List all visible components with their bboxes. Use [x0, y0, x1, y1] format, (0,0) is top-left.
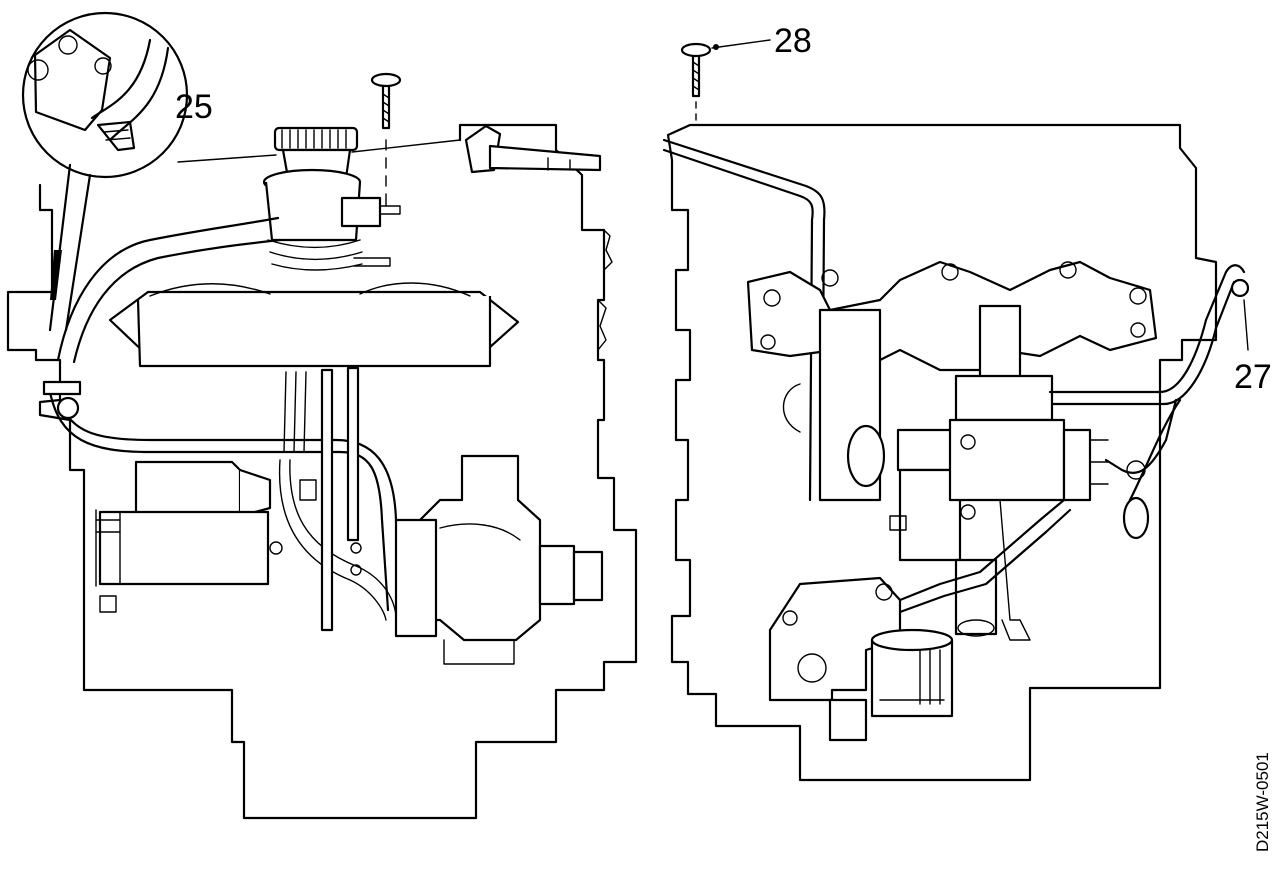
left-block-edge [597, 229, 613, 351]
starter-motor [95, 460, 283, 613]
oil-filler-cap [262, 126, 401, 271]
oil-return-pipe [1048, 264, 1246, 394]
breather-hose [56, 216, 280, 362]
dipstick-tube [662, 148, 814, 502]
left-engine-view [6, 11, 638, 820]
hose-clamp [42, 250, 82, 420]
oil-filter-housing [768, 576, 954, 742]
turbocharger [818, 304, 1109, 641]
detail-inset-circle [21, 11, 189, 179]
intake-manifold [108, 282, 520, 368]
right-engine-block-outline [666, 123, 1218, 782]
alternator [394, 454, 604, 665]
left-engine-block-outline [6, 123, 638, 820]
callout-27: 27 [1234, 358, 1272, 396]
right-engine-view [662, 39, 1250, 782]
exhaust-manifold [746, 260, 1158, 433]
bolt-left [370, 72, 402, 207]
figure-code: D215W-0501 [1253, 752, 1272, 852]
wiring-harness [48, 366, 402, 632]
bolt-28 [680, 39, 771, 121]
vent-fitting [464, 124, 602, 174]
callout-25: 25 [175, 88, 213, 126]
callout-28: 28 [774, 22, 812, 60]
